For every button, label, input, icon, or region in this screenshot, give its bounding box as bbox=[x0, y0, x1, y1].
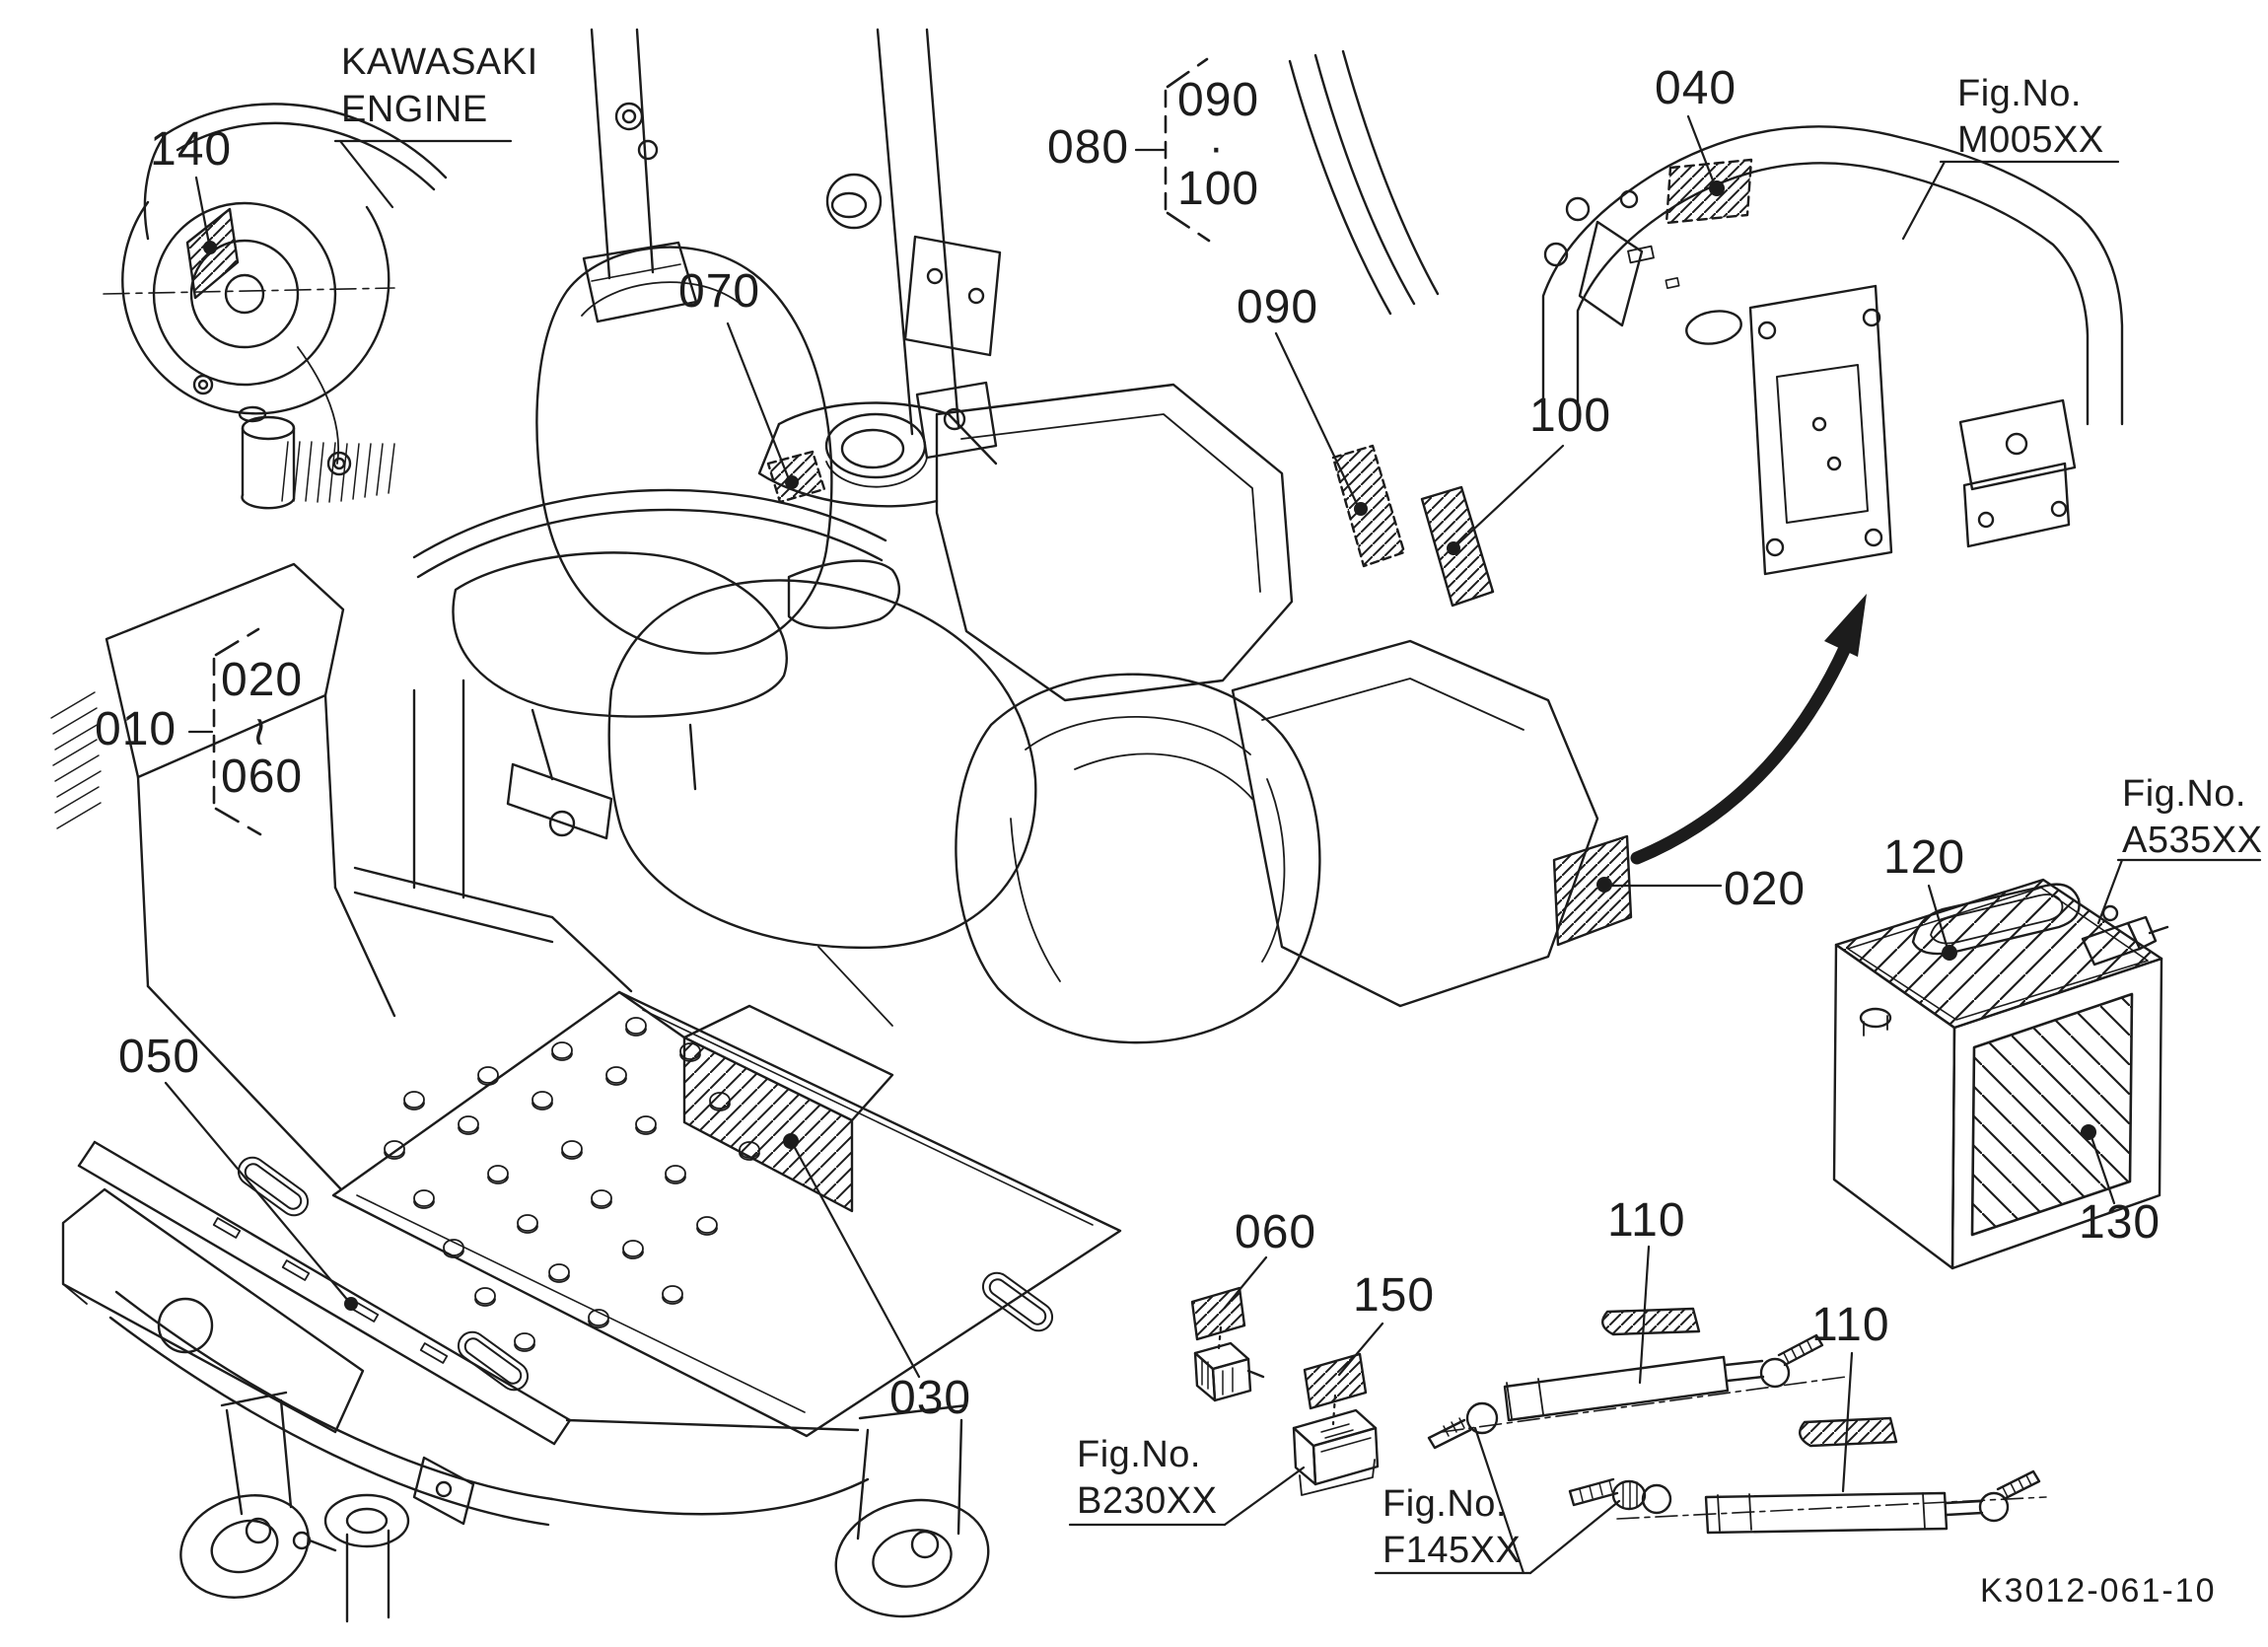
decal-070 bbox=[766, 450, 826, 504]
figref-a535xx-line2: A535XX bbox=[2122, 820, 2263, 862]
callout-bracket080-top: 090 bbox=[1177, 74, 1260, 126]
callout-020: 020 bbox=[1724, 863, 1807, 915]
callout-bracket010-bottom: 060 bbox=[221, 751, 304, 803]
figref-b230xx-line2: B230XX bbox=[1077, 1480, 1218, 1523]
figref-m005xx-line2: M005XX bbox=[1957, 119, 2104, 162]
figref-f145xx-line2: F145XX bbox=[1382, 1530, 1522, 1572]
mower-body bbox=[105, 383, 1599, 1190]
gas-strut-lower bbox=[1568, 1469, 2047, 1535]
drawing-number: K3012-061-10 bbox=[1980, 1572, 2217, 1610]
callout-010: 010 bbox=[95, 703, 177, 755]
figref-f145xx-line1: Fig.No. bbox=[1382, 1483, 1507, 1525]
decal-060 bbox=[1190, 1286, 1246, 1341]
callout-130: 130 bbox=[2079, 1196, 2162, 1249]
group-brackets bbox=[212, 57, 1211, 836]
decal-020 bbox=[1552, 834, 1633, 947]
callout-bracket080-bottom: 100 bbox=[1177, 163, 1260, 215]
decal-090 bbox=[1331, 444, 1406, 568]
decal-040 bbox=[1665, 158, 1753, 225]
engine-note: KAWASAKI ENGINE bbox=[341, 39, 538, 134]
relay-part bbox=[1292, 1408, 1380, 1496]
rear-frame-part bbox=[1541, 125, 2124, 576]
decal-110-lower bbox=[1799, 1416, 1898, 1448]
callout-150: 150 bbox=[1353, 1269, 1436, 1322]
figref-b230xx-line1: Fig.No. bbox=[1077, 1434, 1201, 1475]
callout-030: 030 bbox=[889, 1372, 972, 1424]
callout-140: 140 bbox=[150, 123, 233, 176]
callout-110-upper: 110 bbox=[1607, 1194, 1686, 1247]
callout-080: 080 bbox=[1047, 121, 1130, 174]
decal-110-upper bbox=[1601, 1307, 1701, 1336]
grass-texture bbox=[50, 691, 102, 829]
fuse-connector-part bbox=[1193, 1341, 1265, 1402]
figref-m005xx-line1: Fig.No. bbox=[1957, 73, 2082, 114]
callout-bracket010-top: 020 bbox=[221, 654, 304, 706]
gas-strut-upper bbox=[1427, 1333, 1847, 1450]
foot-plate bbox=[232, 990, 1122, 1438]
callout-110-lower: 110 bbox=[1811, 1299, 1890, 1351]
callout-050: 050 bbox=[118, 1031, 201, 1083]
figref-b230xx: Fig.No. B230XX bbox=[1077, 1432, 1217, 1525]
decals bbox=[185, 158, 1898, 1448]
decal-150 bbox=[1303, 1352, 1368, 1410]
seat bbox=[452, 246, 901, 840]
rear-wheel bbox=[955, 673, 1321, 1044]
assembly-arrow bbox=[1630, 594, 1867, 865]
callout-100: 100 bbox=[1529, 390, 1612, 442]
callout-040: 040 bbox=[1655, 62, 1737, 114]
callout-bracket080-separator: · bbox=[1209, 123, 1224, 172]
battery bbox=[1832, 878, 2169, 1270]
callout-070: 070 bbox=[678, 265, 761, 318]
figref-a535xx: Fig.No. A535XX bbox=[2122, 771, 2262, 864]
engine-assembly bbox=[103, 103, 448, 510]
figref-m005xx: Fig.No. M005XX bbox=[1957, 71, 2104, 164]
callout-090: 090 bbox=[1237, 281, 1319, 333]
engine-note-line1: KAWASAKI bbox=[341, 41, 538, 83]
decal-030 bbox=[682, 1036, 854, 1213]
callout-bracket010-separator: ~ bbox=[231, 716, 289, 748]
engine-note-line2: ENGINE bbox=[341, 88, 488, 130]
callout-060: 060 bbox=[1235, 1206, 1317, 1258]
rops-frame bbox=[412, 28, 1440, 579]
leader-lines bbox=[164, 114, 2262, 1575]
figref-a535xx-line1: Fig.No. bbox=[2122, 773, 2246, 815]
fuel-cap-deck bbox=[757, 401, 998, 508]
callout-120: 120 bbox=[1883, 831, 1966, 884]
figref-f145xx: Fig.No. F145XX bbox=[1382, 1481, 1521, 1574]
